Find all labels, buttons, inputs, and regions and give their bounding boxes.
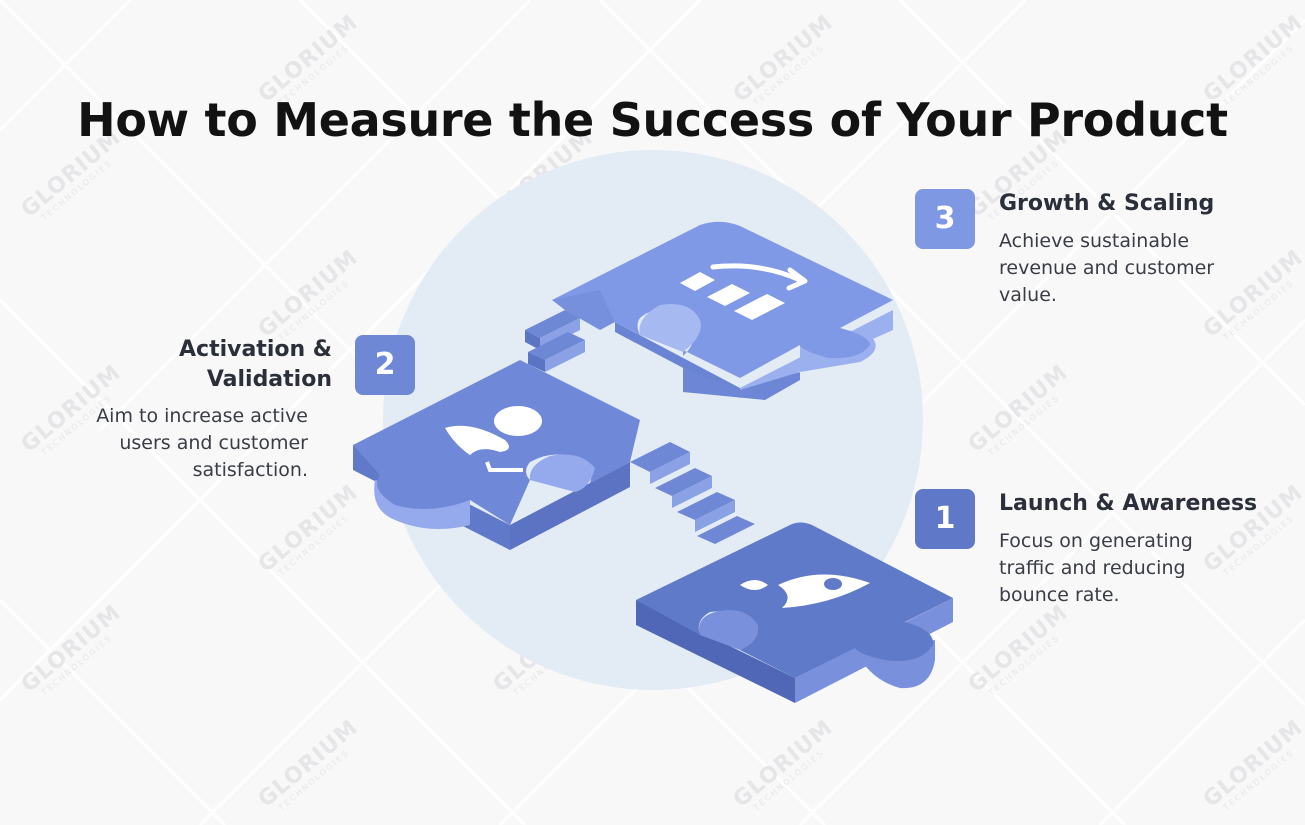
stairs-lower [630, 442, 755, 544]
user-check-icon [445, 406, 542, 472]
step-2-description: Aim to increase active users and custome… [96, 405, 308, 481]
step-3-description: Achieve sustainable revenue and customer… [999, 230, 1215, 306]
step-1-badge: 1 [915, 489, 975, 549]
rocket-icon [740, 574, 870, 608]
step-2-title: Activation & Validation [179, 337, 332, 392]
step-3-title: Growth & Scaling [999, 191, 1215, 216]
puzzle-piece-1 [636, 522, 953, 703]
puzzle-piece-2 [353, 360, 640, 550]
puzzle-piece-3 [552, 221, 893, 400]
page-title: How to Measure the Success of Your Produ… [77, 92, 1228, 147]
step-3-badge: 3 [915, 189, 975, 249]
stairs-upper [525, 290, 615, 372]
step-2-badge: 2 [355, 335, 415, 395]
step-1-description: Focus on generating traffic and reducing… [999, 530, 1193, 606]
step-1-title: Launch & Awareness [999, 491, 1258, 516]
growth-chart-icon [680, 263, 808, 320]
